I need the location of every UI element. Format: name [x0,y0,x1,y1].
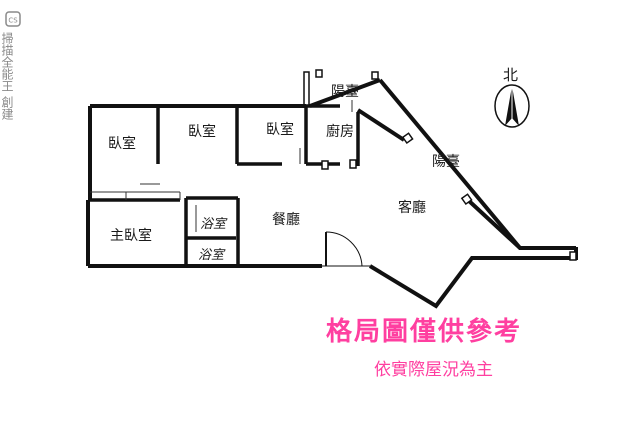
label-kitchen: 廚房 [326,123,354,140]
label-living-room: 客廳 [398,199,426,216]
label-balcony-top: 陽臺 [331,84,359,100]
scanner-logo-text: CS [8,17,18,25]
notice: 格局圖僅供參考 依實際屋況為主 [326,316,522,380]
scanner-logo [5,11,21,27]
label-bedroom-3: 臥室 [266,121,294,138]
watermark-text: 掃描全能王 創建 [0,31,14,121]
watermark: CS 掃描全能王 創建 [0,11,21,121]
entrance-door [322,231,370,267]
fixtures [303,69,577,261]
label-master-bedroom: 主臥室 [110,227,152,244]
notice-title: 格局圖僅供參考 [326,316,522,347]
label-bedroom-1: 臥室 [108,135,136,152]
label-dining-room: 餐廳 [272,211,300,228]
label-balcony-right: 陽臺 [432,154,460,170]
north-compass: 北 [494,66,530,128]
thin-lines [90,100,353,232]
exterior-walls [86,78,578,309]
north-label: 北 [503,66,518,84]
notice-subtitle: 依實際屋況為主 [374,360,493,380]
label-bedroom-2: 臥室 [188,123,216,140]
label-bathroom-1: 浴室 [200,216,228,232]
room-labels: 陽臺 臥室 臥室 臥室 廚房 陽臺 主臥室 浴室 浴室 餐廳 客廳 [108,84,460,263]
interior-walls [90,104,360,266]
compass-circle [494,84,530,128]
label-bathroom-2: 浴室 [198,247,226,263]
